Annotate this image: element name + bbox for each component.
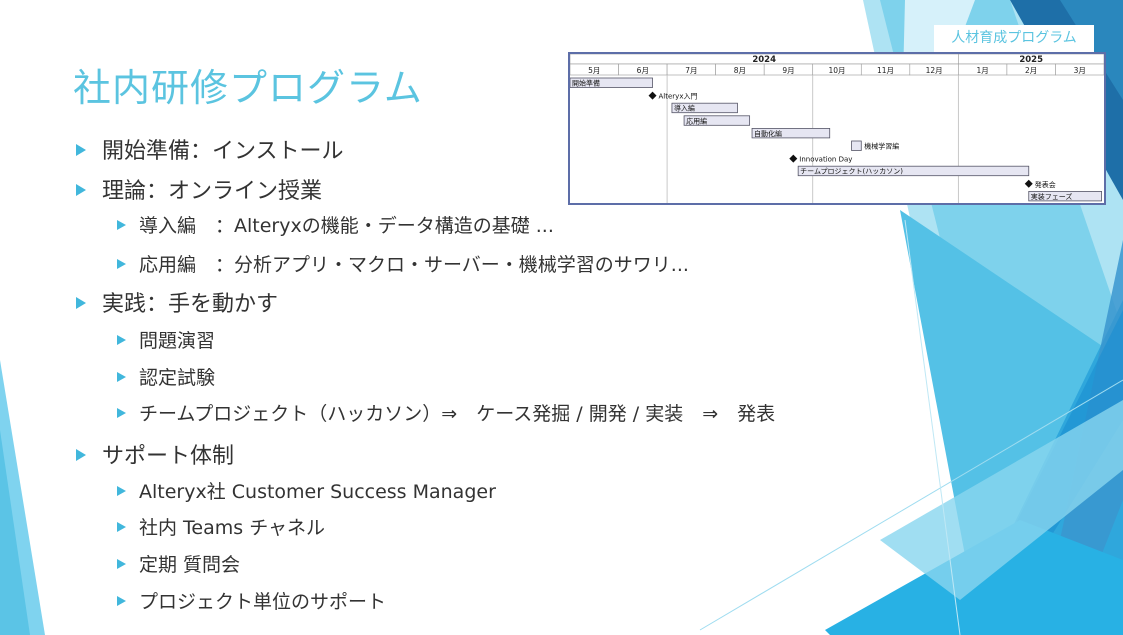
gantt-month-label: 10月 xyxy=(828,66,845,75)
gantt-task-bar xyxy=(671,102,738,114)
gantt-task-bar xyxy=(570,77,653,88)
program-tag: 人材育成プログラム xyxy=(934,25,1094,52)
bullet-text: プロジェクト単位のサポート xyxy=(139,591,387,613)
bullet-text: 実践：手を動かす xyxy=(102,292,279,317)
gantt-month-label: 11月 xyxy=(877,66,894,75)
gantt-milestone-label: Innovation Day xyxy=(799,156,852,164)
gantt-year-label: 2025 xyxy=(1019,55,1043,65)
gantt-task-label: チームプロジェクト(ハッカソン) xyxy=(800,168,903,176)
gantt-milestone-diamond xyxy=(648,91,657,100)
sub-bullet-item: 問題演習 xyxy=(117,326,215,353)
gantt-milestone-label: 発表会 xyxy=(1035,180,1056,189)
gantt-month-label: 12月 xyxy=(926,66,943,75)
bullet-text: 社内 Teams チャネル xyxy=(139,517,326,539)
sub-bullet-item: 定期 質問会 xyxy=(117,550,240,577)
bullet-item: サポート体制 xyxy=(76,438,234,470)
bullet-item: 開始準備：インストール xyxy=(76,133,344,165)
sub-bullet-item: 導入編 ：Alteryxの機能・データ構造の基礎 ... xyxy=(117,211,554,238)
bullet-text: 定期 質問会 xyxy=(139,554,241,576)
bullet-item: 実践：手を動かす xyxy=(76,286,278,318)
bullet-text: 問題演習 xyxy=(139,330,216,352)
bullet-text: 導入編 ：Alteryxの機能・データ構造の基礎 ... xyxy=(139,215,554,237)
bullet-arrow-icon xyxy=(117,595,126,606)
gantt-month-cell xyxy=(1055,63,1104,76)
gantt-month-label: 1月 xyxy=(976,66,988,75)
gantt-task-bar xyxy=(797,165,1030,177)
gantt-milestone-label: Alteryx入門 xyxy=(659,93,698,101)
sub-bullet-item: 社内 Teams チャネル xyxy=(117,513,325,540)
bullet-text: Alteryx社 Customer Success Manager xyxy=(139,481,496,503)
gantt-chart: 2024 2025 5月 6月 7月 8月 9月 10月 11月 12月 1月 2月 3月開始準備 Alt… xyxy=(568,52,1106,205)
sub-bullet-item: Alteryx社 Customer Success Manager xyxy=(117,477,496,504)
gantt-task-label: 開始準備 xyxy=(572,79,600,88)
gantt-month-label: 3月 xyxy=(1074,66,1086,75)
gantt-month-label: 9月 xyxy=(782,66,794,75)
bullet-arrow-icon xyxy=(117,258,126,269)
bullet-arrow-icon xyxy=(117,485,126,496)
bullet-arrow-icon xyxy=(117,407,126,418)
gantt-month-label: 6月 xyxy=(637,66,649,75)
gantt-milestone-diamond xyxy=(1024,179,1033,188)
gantt-task-label: 機械学習編 xyxy=(864,142,899,151)
gantt-task-label: 実装フェーズ xyxy=(1031,192,1073,201)
bullet-arrow-icon xyxy=(76,297,86,309)
bullet-arrow-icon xyxy=(117,334,126,345)
bullet-text: 応用編 ：分析アプリ・マクロ・サーバー・機械学習のサワリ... xyxy=(139,254,689,276)
sub-bullet-item: プロジェクト単位のサポート xyxy=(117,587,386,614)
gantt-task-bar xyxy=(683,115,751,126)
gantt-month-label: 5月 xyxy=(588,66,600,75)
slide-title: 社内研修プログラム xyxy=(73,66,423,110)
bullet-arrow-icon xyxy=(117,521,126,532)
bullet-text: サポート体制 xyxy=(102,444,235,469)
bullet-text: チームプロジェクト（ハッカソン）⇒ ケース発掘 / 開発 / 実装 ⇒ 発表 xyxy=(139,403,776,425)
gantt-task-bar xyxy=(1028,190,1102,202)
bullet-arrow-icon xyxy=(76,144,86,156)
sub-bullet-item: 応用編 ：分析アプリ・マクロ・サーバー・機械学習のサワリ... xyxy=(117,250,689,277)
bullet-arrow-icon xyxy=(76,184,86,196)
bullet-text: 理論：オンライン授業 xyxy=(102,179,323,204)
bullet-text: 開始準備：インストール xyxy=(102,139,344,164)
gantt-task-bar xyxy=(751,128,831,139)
gantt-year-label: 2024 xyxy=(752,55,776,65)
bullet-arrow-icon xyxy=(117,558,126,569)
bullet-item: 理論：オンライン授業 xyxy=(76,173,322,205)
gantt-month-label: 7月 xyxy=(685,66,697,75)
gantt-task-label: 応用編 xyxy=(686,116,707,125)
gantt-milestone-diamond xyxy=(789,154,798,163)
sub-bullet-item: チームプロジェクト（ハッカソン）⇒ ケース発掘 / 開発 / 実装 ⇒ 発表 xyxy=(117,399,775,426)
bullet-text: 認定試験 xyxy=(139,367,216,389)
gantt-task-bar xyxy=(851,140,862,151)
bullet-arrow-icon xyxy=(117,219,126,230)
gantt-task-label: 自動化編 xyxy=(754,129,782,138)
gantt-task-label: 導入編 xyxy=(674,104,695,113)
gantt-month-label: 2月 xyxy=(1025,66,1037,75)
gantt-month-label: 8月 xyxy=(734,66,746,75)
bullet-arrow-icon xyxy=(117,371,126,382)
bullet-arrow-icon xyxy=(76,449,86,461)
sub-bullet-item: 認定試験 xyxy=(117,363,215,390)
